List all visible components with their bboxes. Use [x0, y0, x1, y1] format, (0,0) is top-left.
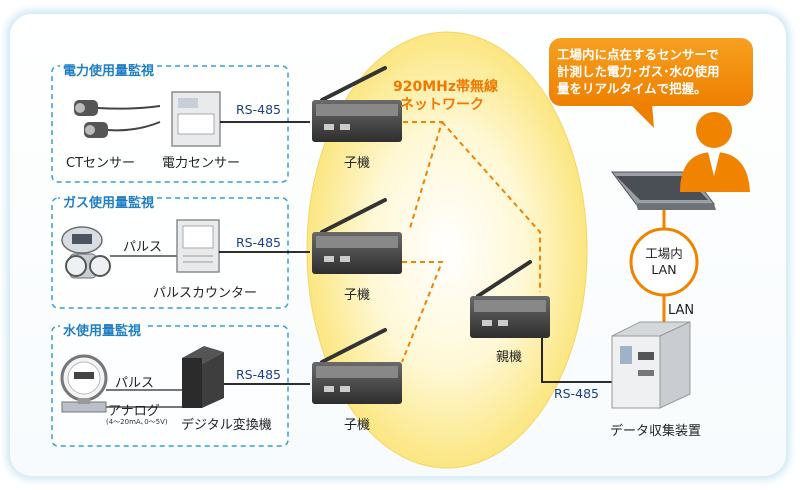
wireless-links	[401, 121, 541, 363]
section-title-water: 水使用量監視	[60, 320, 145, 339]
data-collector-icon	[611, 321, 691, 409]
power-sensor-icon	[171, 91, 221, 147]
child-unit-label-2: 子機	[344, 288, 371, 303]
factory-lan-label: 工場内 LAN	[631, 246, 697, 278]
factory-lan-line2: LAN	[651, 262, 677, 277]
pulse-counter-icon	[176, 219, 220, 273]
data-collector-label: データ収集装置	[610, 424, 702, 439]
child-unit-3-icon	[312, 328, 402, 404]
speech-bubble	[549, 38, 753, 128]
parent-unit-label: 親機	[496, 350, 523, 365]
person-icon	[680, 112, 750, 192]
section-box-power	[51, 65, 289, 183]
child-unit-label-1: 子機	[344, 156, 371, 171]
power-sensor-label: 電力センサー	[162, 156, 241, 171]
lan-label: LAN	[668, 303, 695, 318]
rs485-label-3: RS-485	[236, 367, 281, 382]
child-unit-2-icon	[312, 198, 402, 274]
rs485-label-1: RS-485	[236, 102, 281, 117]
analog-label: アナログ	[108, 404, 160, 419]
child-unit-label-3: 子機	[344, 418, 371, 433]
section-title-power: 電力使用量監視	[60, 60, 158, 79]
bubble-line-1: 工場内に点在するセンサーで	[557, 47, 719, 62]
section-box-water	[51, 325, 289, 447]
bubble-line-2: 計測した電力･ガス･水の使用	[557, 64, 720, 79]
pulse-label-water: パルス	[115, 376, 155, 391]
rs485-label-4: RS-485	[554, 386, 599, 401]
digital-converter-icon	[182, 346, 224, 408]
ct-sensor-label: CTセンサー	[66, 156, 136, 171]
pulse-label-gas: パルス	[123, 240, 163, 255]
water-meter-icon	[60, 354, 108, 413]
network-label-line1: 920MHz帯無線	[393, 79, 499, 95]
section-box-gas	[51, 197, 289, 309]
factory-lan-line1: 工場内	[645, 246, 683, 261]
child-unit-1-icon	[312, 66, 402, 142]
analog-range-label: (4～20mA､0～5V)	[106, 418, 168, 426]
parent-to-collector-line	[541, 338, 612, 383]
factory-lan-circle	[629, 227, 699, 297]
gas-meter-icon	[61, 226, 111, 279]
section-title-gas: ガス使用量監視	[60, 192, 158, 211]
bubble-line-3: 量をリアルタイムで把握。	[557, 81, 707, 96]
rs485-label-2: RS-485	[236, 235, 281, 250]
ct-sensor-icon	[74, 100, 161, 138]
digital-converter-label: デジタル変換機	[181, 418, 272, 433]
bubble-text: 工場内に点在するセンサーで 計測した電力･ガス･水の使用 量をリアルタイムで把握…	[557, 46, 753, 97]
pulse-counter-label: パルスカウンター	[153, 286, 258, 301]
network-label-line2: ネットワーク	[400, 97, 484, 113]
parent-unit-icon	[470, 260, 550, 338]
